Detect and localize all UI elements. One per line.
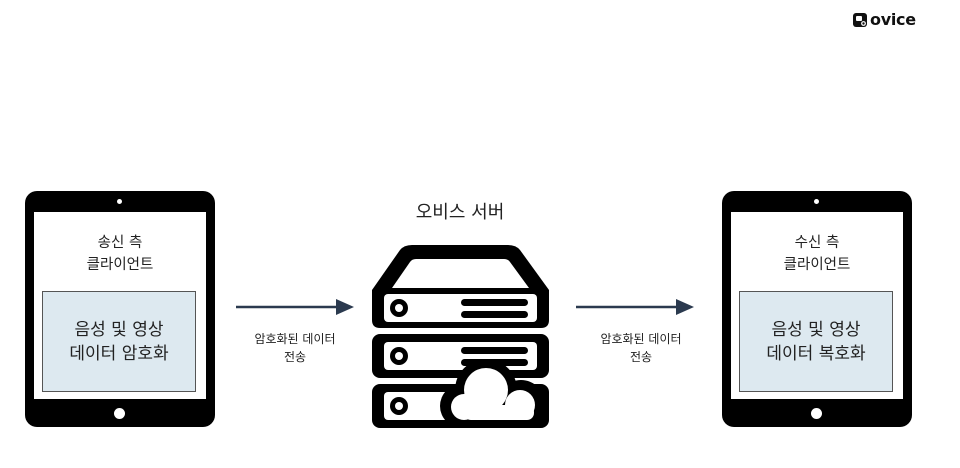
left-transfer-line2: 전송 — [283, 350, 307, 364]
sender-title-line2: 클라이언트 — [86, 257, 154, 273]
decryption-line2: 데이터 복호화 — [766, 343, 866, 364]
ovice-logo-icon — [853, 13, 867, 27]
tablet-camera — [117, 199, 122, 204]
left-transfer-arrow — [236, 299, 354, 315]
encryption-text: 음성 및 영상 데이터 암호화 — [69, 318, 168, 366]
ovice-logo: ovice — [852, 9, 916, 31]
receiver-title-line2: 클라이언트 — [783, 257, 851, 273]
receiver-title-line1: 수신 측 — [794, 235, 840, 251]
sender-tablet: 송신 측 클라이언트 음성 및 영상 데이터 암호화 — [25, 191, 215, 427]
cloud-server-icon — [372, 245, 549, 428]
right-transfer-line2: 전송 — [629, 350, 653, 364]
logo-text: ovice — [870, 10, 916, 29]
decryption-box: 음성 및 영상 데이터 복호화 — [739, 291, 893, 392]
tablet-home-button — [811, 408, 822, 419]
server-title: 오비스 서버 — [415, 202, 505, 223]
tablet-screen: 송신 측 클라이언트 음성 및 영상 데이터 암호화 — [34, 212, 206, 399]
tablet-camera — [814, 199, 819, 204]
left-transfer-label: 암호화된 데이터 전송 — [230, 330, 360, 366]
right-transfer-line1: 암호화된 데이터 — [600, 332, 682, 346]
tablet-home-button — [114, 408, 125, 419]
decryption-text: 음성 및 영상 데이터 복호화 — [766, 318, 865, 366]
right-transfer-label: 암호화된 데이터 전송 — [576, 330, 706, 366]
right-transfer-arrow — [576, 299, 694, 315]
encryption-line2: 데이터 암호화 — [69, 343, 169, 364]
decryption-line1: 음성 및 영상 — [771, 319, 861, 340]
encryption-line1: 음성 및 영상 — [74, 319, 164, 340]
left-transfer-line1: 암호화된 데이터 — [254, 332, 336, 346]
encryption-box: 음성 및 영상 데이터 암호화 — [42, 291, 196, 392]
receiver-client-title: 수신 측 클라이언트 — [731, 232, 903, 276]
receiver-tablet: 수신 측 클라이언트 음성 및 영상 데이터 복호화 — [722, 191, 912, 427]
tablet-screen: 수신 측 클라이언트 음성 및 영상 데이터 복호화 — [731, 212, 903, 399]
sender-client-title: 송신 측 클라이언트 — [34, 232, 206, 276]
sender-title-line1: 송신 측 — [97, 235, 143, 251]
